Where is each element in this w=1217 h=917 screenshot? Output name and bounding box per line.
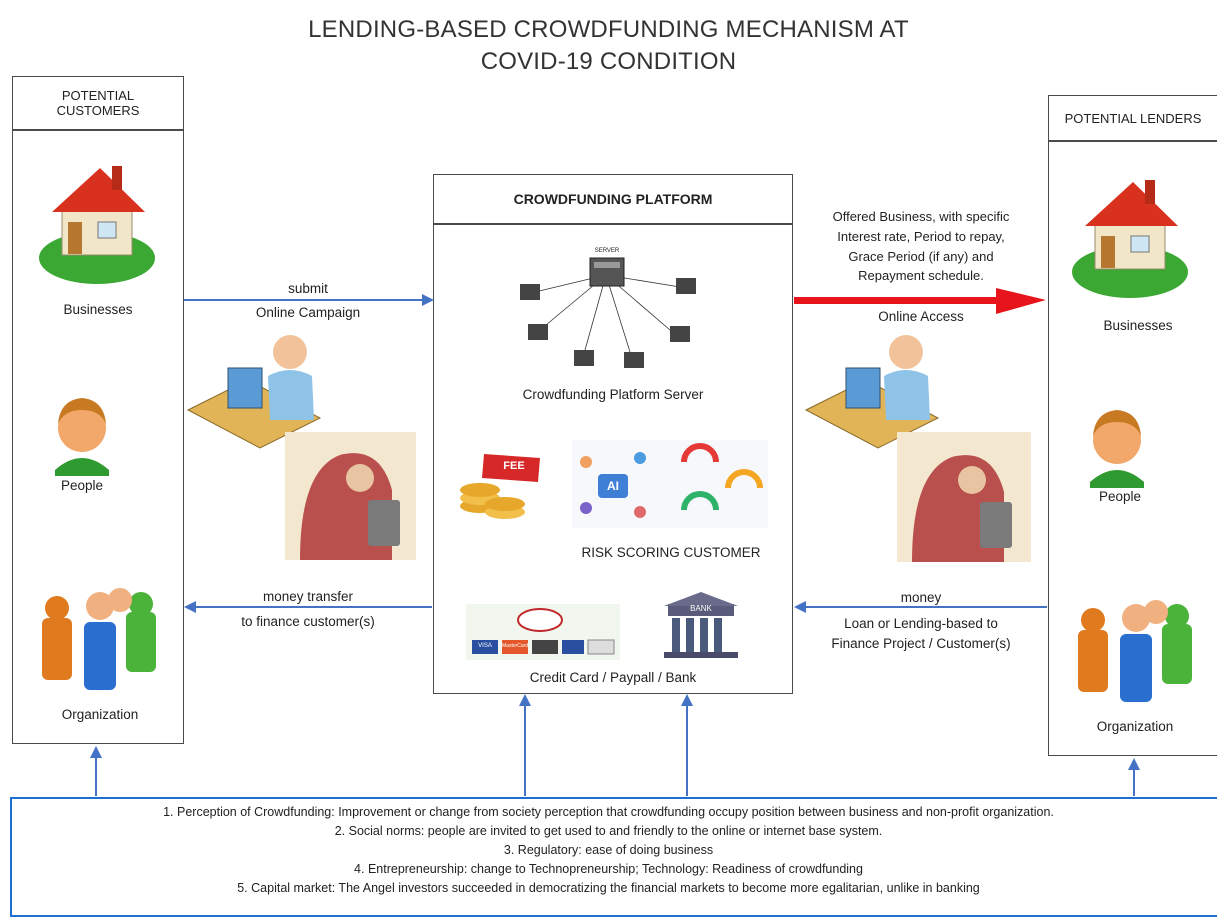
fee-coins-icon	[460, 454, 540, 519]
lenders-businesses-label: Businesses	[1103, 318, 1173, 333]
customers-people-label: People	[60, 478, 104, 493]
server-network-icon	[520, 257, 696, 368]
tablet-user-photo	[897, 432, 1031, 562]
tablet-user-photo	[285, 432, 416, 560]
customers-header: POTENTIAL CUSTOMERS	[12, 76, 184, 130]
loan-line2: Finance Project / Customer(s)	[831, 636, 1011, 651]
offered-line1: Offered Business, with specific	[832, 209, 1010, 224]
house-icon	[39, 166, 155, 284]
money-label: money	[900, 590, 942, 605]
diagram-title-line1: LENDING-BASED CROWDFUNDING MECHANISM AT	[308, 16, 909, 43]
lenders-organization-label: Organization	[1096, 719, 1174, 734]
submit-label: submit	[288, 281, 328, 296]
server-caption: Crowdfunding Platform Server	[522, 387, 704, 402]
lenders-header-text: POTENTIAL LENDERS	[1064, 110, 1202, 126]
offered-line4: Repayment schedule.	[858, 268, 984, 283]
credit-cards-icon	[466, 604, 620, 660]
person-icon	[1090, 410, 1144, 488]
customers-businesses-label: Businesses	[63, 302, 133, 317]
payment-caption: Credit Card / Paypall / Bank	[529, 670, 697, 685]
factor-line-4: 4. Entrepreneurship: change to Technopre…	[354, 862, 863, 876]
house-icon	[1072, 180, 1188, 298]
organization-icon	[42, 588, 156, 690]
ai-risk-scoring-icon	[572, 440, 768, 528]
loan-line1: Loan or Lending-based to	[844, 616, 998, 631]
offered-line3: Grace Period (if any) and	[848, 249, 994, 264]
card-label-visa: VISA	[478, 643, 492, 649]
platform-header-text: CROWDFUNDING PLATFORM	[513, 191, 713, 207]
computer-user-icon	[804, 335, 940, 449]
diagram-title-line2: COVID-19 CONDITION	[480, 48, 737, 75]
lenders-header: POTENTIAL LENDERS	[1048, 95, 1217, 141]
online-access-label: Online Access	[878, 309, 964, 324]
online-campaign-label: Online Campaign	[255, 305, 361, 320]
server-label: SERVER	[594, 248, 620, 254]
money-transfer-label: money transfer	[262, 589, 354, 604]
customers-header-line1: POTENTIAL	[61, 88, 135, 103]
offered-line2: Interest rate, Period to repay,	[837, 229, 1005, 244]
factor-line-3: 3. Regulatory: ease of doing business	[503, 843, 714, 857]
finance-customers-label: to finance customer(s)	[241, 614, 375, 629]
risk-scoring-caption: RISK SCORING CUSTOMER	[581, 545, 761, 560]
customers-header-line2: CUSTOMERS	[56, 103, 140, 118]
card-label-mastercard: MasterCard	[502, 643, 529, 649]
factor-line-2: 2. Social norms: people are invited to g…	[334, 824, 883, 838]
ai-label: AI	[607, 479, 619, 493]
fee-label: FEE	[503, 460, 525, 472]
organization-icon	[1078, 600, 1192, 702]
computer-user-icon	[186, 335, 322, 449]
online-access-arrow	[794, 288, 1046, 314]
person-icon	[55, 398, 109, 476]
factor-line-1: 1. Perception of Crowdfunding: Improveme…	[163, 805, 1054, 819]
platform-header: CROWDFUNDING PLATFORM	[433, 174, 793, 224]
lenders-people-label: People	[1098, 489, 1142, 504]
bank-icon	[664, 592, 738, 658]
factor-line-5: 5. Capital market: The Angel investors s…	[237, 881, 980, 895]
customers-organization-label: Organization	[61, 707, 139, 722]
bank-label: BANK	[690, 604, 712, 613]
